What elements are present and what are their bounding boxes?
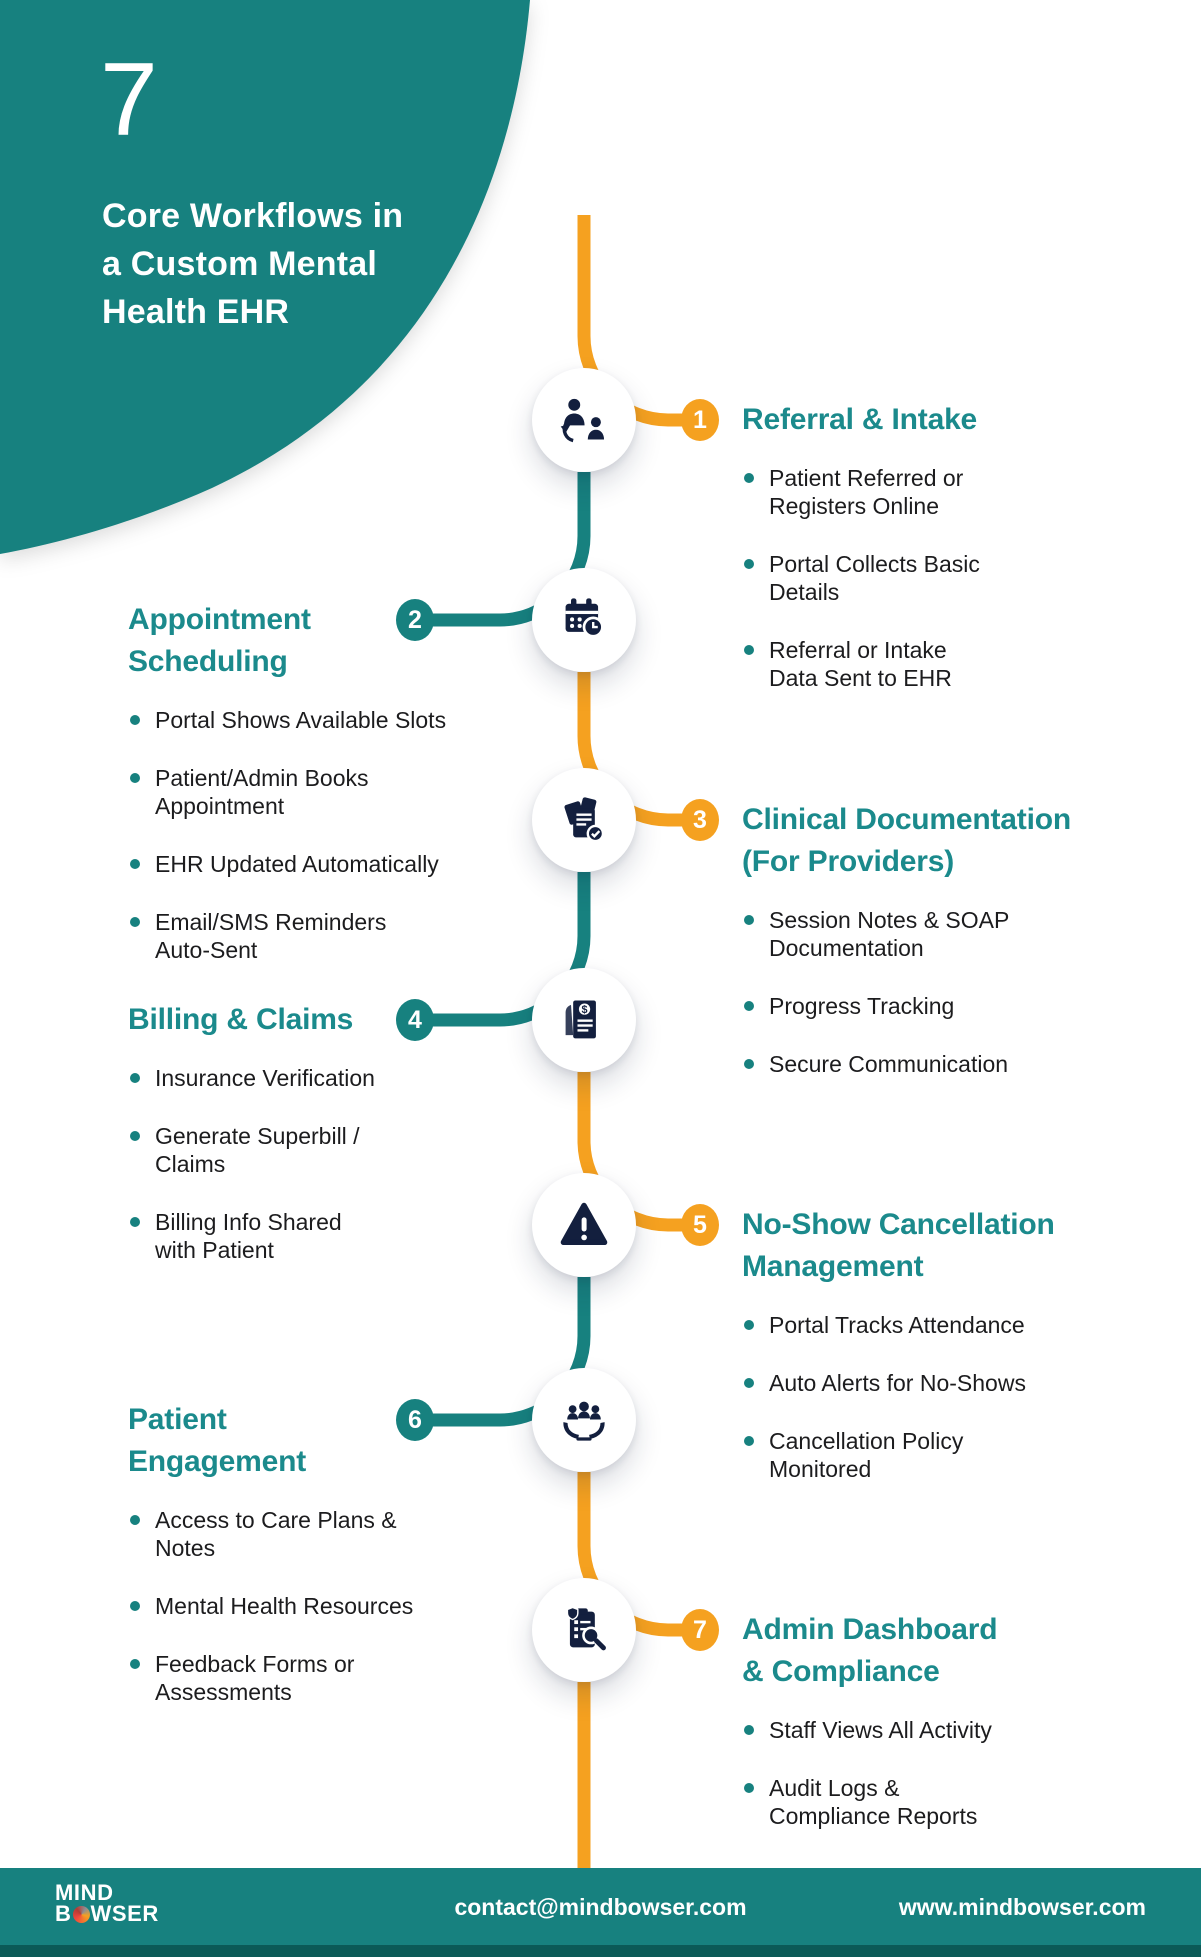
bullet-item: Billing Info Shared with Patient [128,1208,500,1264]
step-2-icon-circle [532,568,636,672]
bullet-item: Session Notes & SOAP Documentation [742,906,1182,962]
referral-exchange-icon [560,398,605,443]
bullet-item: Email/SMS Reminders Auto-Sent [128,908,500,964]
audit-clipboard-icon [566,1606,606,1651]
bullet-item: Auto Alerts for No-Shows [742,1369,1182,1397]
step-4-title: Billing & Claims [128,1003,354,1036]
step-2-bullets: Portal Shows Available Slots Patient/Adm… [128,706,500,964]
bullet-item: Portal Tracks Attendance [742,1311,1182,1339]
logo-line-1: MIND [55,1880,114,1905]
bullet-item: Access to Care Plans & Notes [128,1506,500,1562]
step-1-badge: 1 [681,399,719,441]
bullet-item: Secure Communication [742,1050,1182,1078]
step-5-badge: 5 [681,1204,719,1246]
calendar-clock-icon [565,598,604,638]
step-6-title: Patient Engagement [128,1403,307,1478]
step-3-title: Clinical Documentation (For Providers) [742,803,1071,878]
step-6-badge: 6 [396,1399,434,1441]
step-7-icon-circle [532,1578,636,1682]
documents-check-icon [564,797,605,843]
step-3-icon-circle [532,768,636,872]
step-5-block: No-Show Cancellation Management Portal T… [742,1204,1182,1513]
community-hands-icon [563,1401,605,1441]
step-5-bullets: Portal Tracks Attendance Auto Alerts for… [742,1311,1182,1483]
logo-swirl-icon [72,1906,90,1923]
step-3-bullets: Session Notes & SOAP Documentation Progr… [742,906,1182,1078]
step-4-icon-circle: $ [532,968,636,1072]
bullet-item: Mental Health Resources [128,1592,500,1620]
step-1-bullets: Patient Referred or Registers Online Por… [742,464,1182,692]
logo-line-2-post: WSER [90,1901,159,1926]
warning-triangle-icon [560,1202,608,1246]
bullet-item: Portal Collects Basic Details [742,550,1182,606]
bullet-item: Portal Shows Available Slots [128,706,500,734]
billing-invoice-icon: $ [565,1000,596,1039]
bullet-item: Staff Views All Activity [742,1716,1182,1744]
step-2-badge: 2 [396,599,434,641]
header-blob [0,0,530,554]
step-2-title: Appointment Scheduling [128,603,311,678]
contact-email[interactable]: contact@mindbowser.com [454,1894,747,1920]
footer-accent-strip [0,1945,1201,1957]
mindbowser-logo: MIND B WSER [55,1880,159,1926]
step-2-block: Appointment Scheduling Portal Shows Avai… [128,599,500,994]
bullet-item: Generate Superbill / Claims [128,1122,500,1178]
page-title: Core Workflows in a Custom Mental Health… [102,197,404,331]
step-6-icon-circle [532,1368,636,1472]
bullet-item: Audit Logs & Compliance Reports [742,1774,1182,1830]
bullet-item: Insurance Verification [128,1064,500,1092]
bullet-item: Feedback Forms or Assessments [128,1650,500,1706]
step-6-bullets: Access to Care Plans & Notes Mental Heal… [128,1506,500,1706]
footer-bar: MIND B WSER contact@mindbowser.com www.mi… [0,1868,1201,1945]
step-5-icon-circle [532,1173,636,1277]
bullet-item: EHR Updated Automatically [128,850,500,878]
website-url[interactable]: www.mindbowser.com [898,1894,1146,1920]
svg-text:$: $ [582,1004,588,1016]
bullet-item: Cancellation Policy Monitored [742,1427,1182,1483]
step-5-title: No-Show Cancellation Management [742,1208,1055,1283]
workflow-count: 7 [100,42,158,158]
step-4-bullets: Insurance Verification Generate Superbil… [128,1064,500,1264]
step-4-badge: 4 [396,999,434,1041]
bullet-item: Patient Referred or Registers Online [742,464,1182,520]
step-1-icon-circle [532,368,636,472]
step-7-bullets: Staff Views All Activity Audit Logs & Co… [742,1716,1182,1830]
step-4-block: Billing & Claims Insurance Verification … [128,999,500,1294]
step-7-badge: 7 [681,1609,719,1651]
step-1-block: Referral & Intake Patient Referred or Re… [742,399,1182,722]
step-3-block: Clinical Documentation (For Providers) S… [742,799,1182,1108]
step-6-block: Patient Engagement Access to Care Plans … [128,1399,500,1736]
step-3-badge: 3 [681,799,719,841]
bullet-item: Patient/Admin Books Appointment [128,764,500,820]
step-7-title: Admin Dashboard & Compliance [742,1613,998,1688]
logo-line-2-pre: B [55,1901,72,1926]
bullet-item: Progress Tracking [742,992,1182,1020]
bullet-item: Referral or Intake Data Sent to EHR [742,636,1182,692]
step-1-title: Referral & Intake [742,403,978,436]
step-7-block: Admin Dashboard & Compliance Staff Views… [742,1609,1182,1860]
